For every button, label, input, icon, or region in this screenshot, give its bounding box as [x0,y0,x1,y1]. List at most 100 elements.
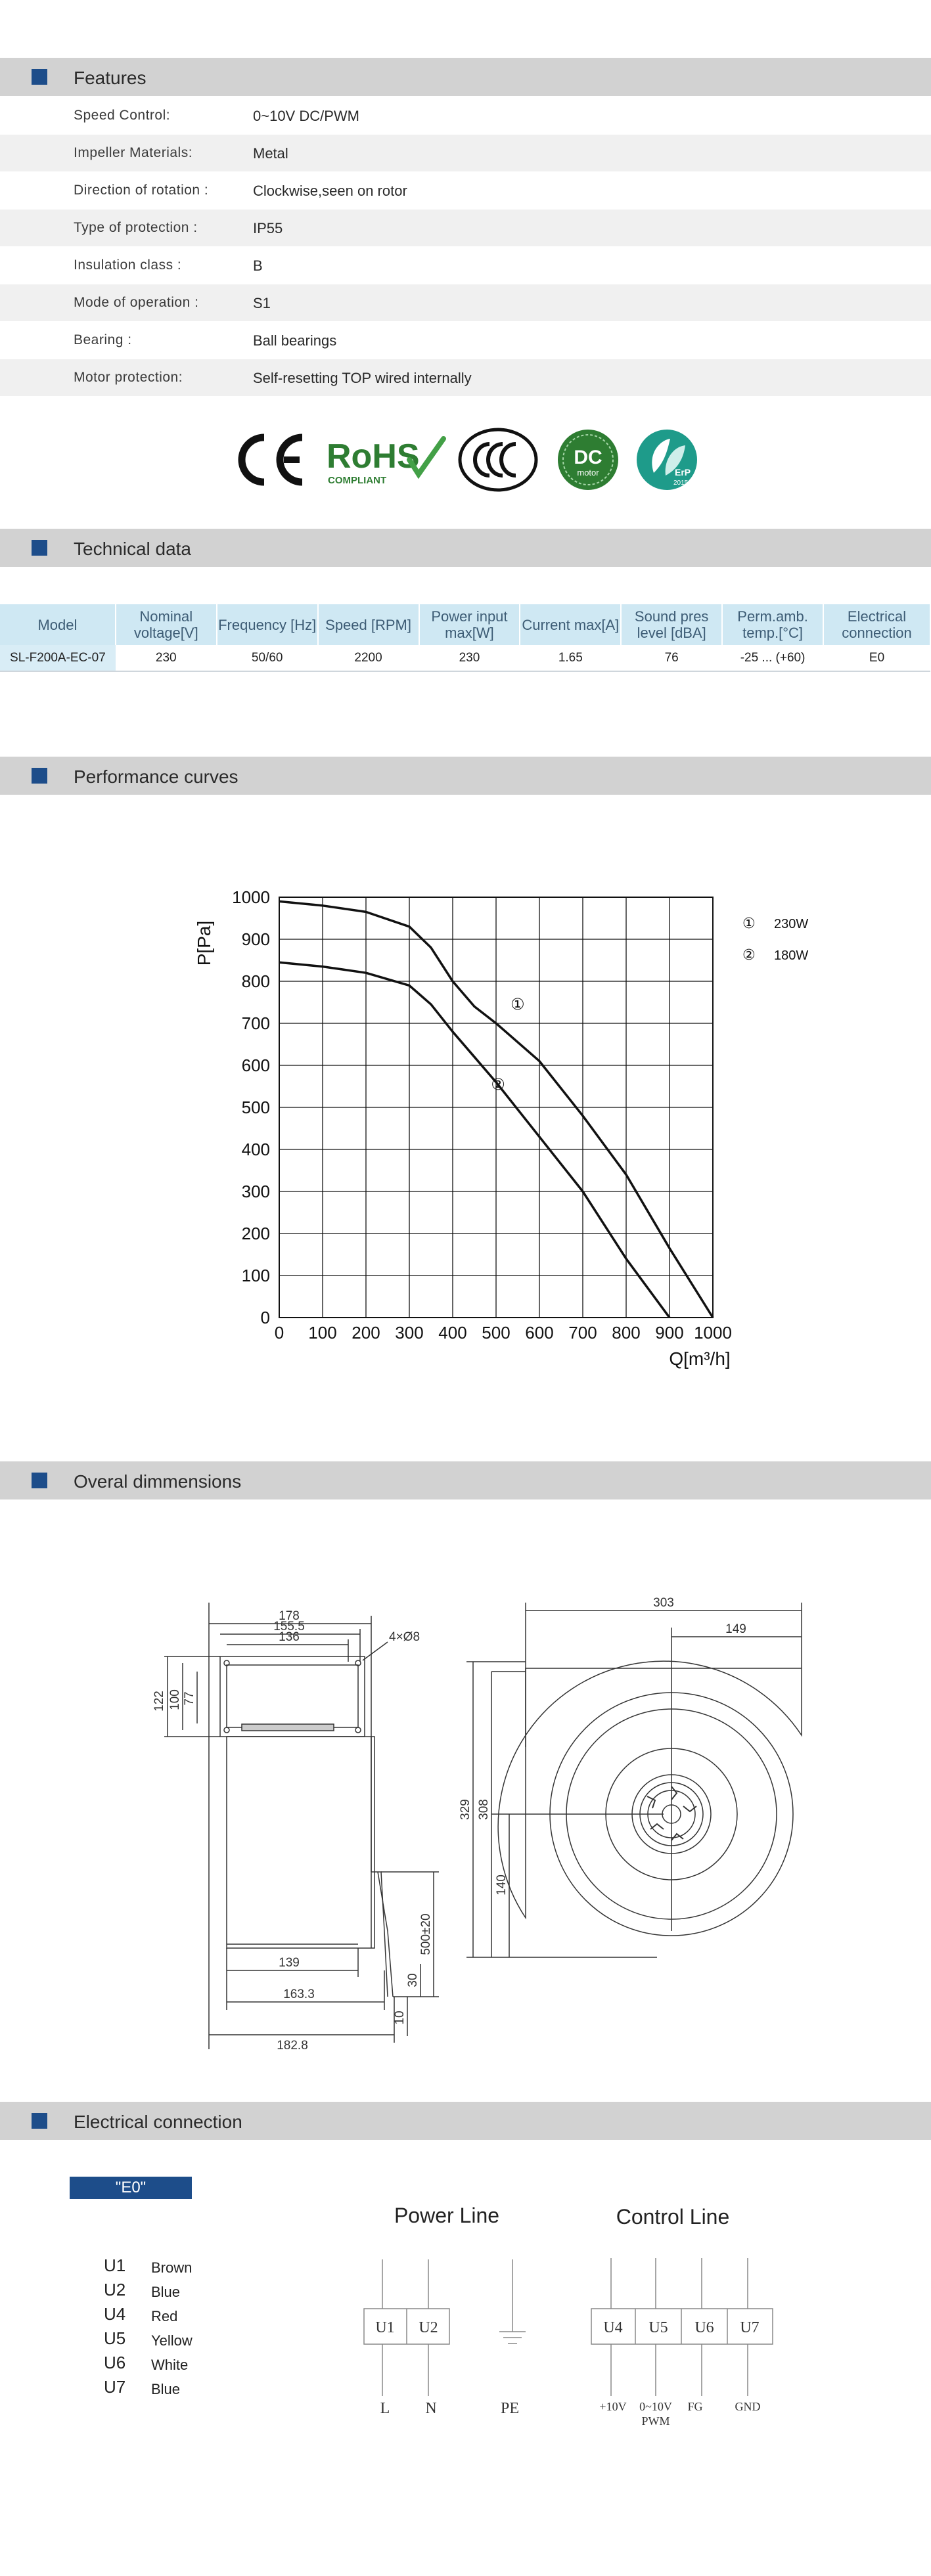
section-title: Electrical connection [74,2112,242,2132]
x-tick-label: 900 [655,1323,683,1343]
wire-color: White [151,2357,189,2373]
y-tick-label: 1000 [232,887,270,907]
x-tick-label: 600 [525,1323,553,1343]
y-tick-label: 600 [242,1055,270,1075]
table-cell: SL-F200A-EC-07 [0,645,116,672]
wire-color: Blue [151,2381,181,2397]
wire-id: U2 [104,2280,126,2299]
table-cell: 1.65 [520,645,622,672]
section-title: Technical data [74,539,192,559]
dc-text: DC [574,447,602,468]
legend-marker: ② [742,947,756,964]
feature-key: Bearing : [74,332,132,347]
feature-row: Motor protection: Self-resetting TOP wire… [0,359,931,396]
wire-id: U1 [104,2255,126,2275]
y-tick-label: 900 [242,929,270,949]
feature-row: Insulation class : B [0,247,931,284]
feature-key: Direction of rotation : [74,183,209,198]
table-header: Frequency [Hz] [216,604,319,645]
dim-30: 30 [406,1973,420,1987]
feature-value: Metal [253,145,288,162]
connection-badge: "E0" [70,2177,192,2199]
dim-136: 136 [279,1630,300,1644]
y-tick-label: 0 [261,1308,270,1327]
feature-key: Impeller Materials: [74,145,193,160]
dc-sub-text: motor [577,468,599,477]
dim-149: 149 [725,1622,746,1636]
wire-color: Yellow [151,2332,193,2349]
dim-163: 163.3 [283,1988,315,2001]
ccc-logo-icon [458,428,538,492]
dim-122: 122 [152,1691,166,1712]
x-tick-label: 300 [395,1323,423,1343]
legend-label: 180W [774,948,808,963]
label-pe: PE [501,2400,519,2417]
table-cell: 50/60 [216,645,318,672]
x-tick-label: 200 [352,1323,380,1343]
table-cell: 230 [115,645,217,672]
dc-motor-logo-icon: DC motor [558,430,618,490]
x-tick-label: 500 [482,1323,510,1343]
x-tick-label: 0 [275,1323,284,1343]
wire-id: U5 [104,2328,126,2348]
table-header: Model [0,604,116,645]
x-tick-label: 1000 [694,1323,732,1343]
dim-178: 178 [279,1609,300,1623]
x-tick-label: 700 [568,1323,597,1343]
feature-value: B [253,257,263,274]
terminal-u7: U7 [740,2319,759,2336]
feature-key: Speed Control: [74,108,171,123]
terminal-u5: U5 [648,2319,668,2336]
table-cell: 76 [621,645,723,672]
series-marker: ② [491,1075,505,1094]
y-tick-label: 400 [242,1140,270,1159]
section-title: Performance curves [74,766,238,787]
table-header: Power input max[W] [419,604,521,645]
feature-row: Bearing : Ball bearings [0,322,931,359]
label-pwm: PWM [641,2414,670,2428]
feature-value: 0~10V DC/PWM [253,108,359,124]
power-line-title: Power Line [394,2204,499,2227]
wire-color: Blue [151,2284,181,2300]
wire-id: U7 [104,2377,126,2397]
performance-section-bar: Performance curves [0,757,931,795]
dim-308: 308 [477,1799,491,1820]
feature-value: Self-resetting TOP wired internally [253,370,472,386]
feature-key: Motor protection: [74,370,183,385]
wire-color: Brown [151,2259,193,2276]
section-square-icon [32,1473,47,1488]
terminal-u1: U1 [375,2319,394,2336]
dim-holes: 4×Ø8 [389,1630,420,1644]
section-square-icon [32,69,47,85]
table-cell: -25 ... (+60) [722,645,824,672]
feature-value: Ball bearings [253,332,337,349]
label-10v: +10V [599,2400,626,2413]
table-cell: 230 [419,645,520,672]
feature-key: Insulation class : [74,257,182,273]
table-header: Perm.amb. temp.[°C] [722,604,825,645]
erp-text: ErP [675,467,691,477]
table-header: Speed [RPM] [317,604,420,645]
section-square-icon [32,768,47,784]
wire-id: U6 [104,2353,126,2372]
terminal-u4: U4 [603,2319,622,2336]
connection-diagram: Power Line Control Line U1 U2 U4 U5 U6 U… [363,2204,773,2428]
dimension-drawing: 178 155.5 136 4×Ø8 122 100 77 139 163.3 … [152,1596,802,2053]
table-header: Electrical connection [823,604,931,645]
series-line [279,961,671,1319]
label-n: N [425,2400,436,2417]
y-axis-label: P[Pa] [194,921,214,966]
y-tick-label: 200 [242,1224,270,1243]
motor-body [226,1736,375,1949]
label-l: L [380,2400,390,2417]
y-tick-label: 500 [242,1098,270,1117]
legend-marker: ① [742,916,756,932]
feature-value: Clockwise,seen on rotor [253,183,407,199]
terminal-u6: U6 [694,2319,714,2336]
erp-year-text: 2015 [673,479,689,487]
y-tick-label: 800 [242,971,270,991]
table-header: Sound pres level [dBA] [621,604,723,645]
dim-182: 182.8 [277,2039,308,2053]
feature-value: S1 [253,295,271,311]
feature-row: Direction of rotation : Clockwise,seen on… [0,172,931,209]
